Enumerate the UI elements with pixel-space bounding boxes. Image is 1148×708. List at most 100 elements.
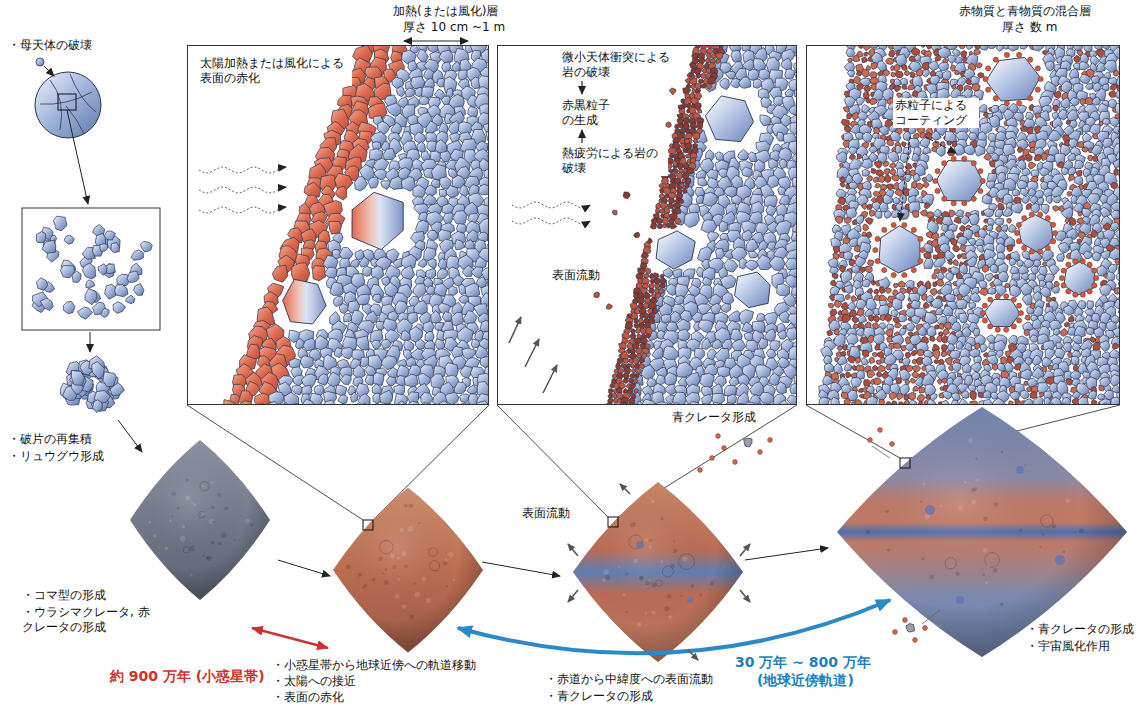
rock bbox=[389, 176, 403, 189]
rock bbox=[395, 301, 408, 314]
rock bbox=[351, 392, 358, 402]
red-particle bbox=[894, 65, 900, 72]
ejecta-particle bbox=[890, 442, 895, 447]
red-particle bbox=[1109, 91, 1116, 98]
rock bbox=[479, 184, 489, 195]
rock bbox=[777, 132, 785, 141]
large-rock bbox=[352, 192, 403, 249]
rock bbox=[467, 385, 478, 394]
rock bbox=[769, 256, 785, 270]
rock bbox=[1108, 77, 1117, 84]
rock bbox=[738, 149, 750, 160]
rock bbox=[847, 71, 855, 77]
rock bbox=[759, 69, 771, 80]
red-particle bbox=[633, 379, 638, 383]
rock bbox=[766, 205, 777, 216]
rock bbox=[454, 382, 466, 394]
fragment bbox=[127, 271, 139, 282]
red-particle bbox=[655, 293, 661, 298]
rock bbox=[948, 55, 956, 64]
large-rock bbox=[705, 96, 753, 142]
rock bbox=[372, 294, 381, 303]
blue-crater bbox=[1055, 555, 1065, 565]
rock bbox=[1104, 61, 1117, 73]
red-particle bbox=[902, 84, 907, 89]
rock bbox=[446, 186, 458, 198]
red-particle bbox=[659, 183, 664, 188]
red-particle bbox=[886, 58, 894, 64]
fragment bbox=[100, 244, 108, 252]
fragment bbox=[86, 280, 95, 289]
rock bbox=[727, 394, 736, 404]
red-particle bbox=[848, 58, 853, 62]
rock bbox=[437, 269, 448, 280]
surface-flow-arrow bbox=[543, 365, 557, 393]
fragment bbox=[77, 307, 92, 319]
red-particle bbox=[922, 62, 930, 69]
fragment-box bbox=[22, 208, 160, 330]
red-particle bbox=[955, 70, 960, 75]
rock bbox=[467, 230, 479, 242]
rock bbox=[431, 311, 442, 324]
rock bbox=[922, 70, 929, 77]
asteroid-shading bbox=[130, 440, 270, 600]
red-particle bbox=[972, 84, 981, 91]
duration-arrow bbox=[252, 628, 328, 648]
ejecta-particle bbox=[893, 630, 898, 635]
impact-arrow bbox=[44, 66, 54, 76]
rock bbox=[780, 159, 787, 169]
rock bbox=[455, 240, 465, 250]
parent-body bbox=[35, 72, 101, 138]
rock bbox=[779, 311, 790, 323]
rock bbox=[698, 320, 713, 333]
red-particle bbox=[685, 184, 689, 189]
red-particle bbox=[864, 52, 869, 56]
heat-wave-arrow bbox=[512, 202, 590, 208]
red-particle bbox=[656, 208, 660, 213]
rock bbox=[464, 311, 478, 325]
red-particle bbox=[671, 223, 677, 229]
red-particle bbox=[643, 313, 649, 319]
heat-wave-arrow bbox=[199, 187, 286, 193]
stage-arrow bbox=[67, 110, 88, 204]
stage-arrow bbox=[278, 560, 330, 576]
rock bbox=[719, 221, 727, 232]
rock bbox=[356, 336, 369, 350]
red-particle bbox=[649, 288, 654, 294]
ejecta-particle bbox=[878, 428, 883, 433]
red-particle bbox=[883, 70, 890, 76]
rock bbox=[789, 105, 797, 115]
rock bbox=[846, 48, 855, 57]
surface-flow-arrow bbox=[740, 544, 750, 556]
flow-arrow bbox=[581, 81, 582, 94]
fragment bbox=[134, 284, 145, 296]
ejecta-particle bbox=[716, 434, 721, 439]
fragment bbox=[85, 289, 97, 305]
rock bbox=[1092, 97, 1101, 105]
red-particle bbox=[698, 79, 703, 84]
flying-particle bbox=[678, 105, 683, 110]
red-particle bbox=[716, 59, 721, 64]
red-particle bbox=[675, 218, 682, 224]
fragment bbox=[140, 241, 152, 252]
rock bbox=[336, 385, 347, 396]
rock bbox=[779, 196, 789, 206]
red-particle bbox=[687, 167, 695, 174]
red-particle bbox=[679, 199, 684, 203]
rock bbox=[776, 382, 787, 394]
red-particle bbox=[634, 318, 639, 323]
crack-line bbox=[70, 74, 96, 112]
rock bbox=[424, 68, 434, 79]
rock bbox=[465, 240, 474, 250]
flying-particle bbox=[666, 122, 671, 128]
rock bbox=[339, 304, 349, 314]
ejecta-rock bbox=[744, 438, 752, 447]
red-particle bbox=[952, 84, 956, 89]
rock bbox=[1085, 83, 1092, 90]
red-particle bbox=[912, 48, 920, 56]
rock bbox=[661, 315, 672, 323]
rock bbox=[929, 61, 939, 71]
rock bbox=[1091, 76, 1099, 84]
red-particle bbox=[658, 224, 663, 229]
red-particle bbox=[646, 327, 653, 334]
